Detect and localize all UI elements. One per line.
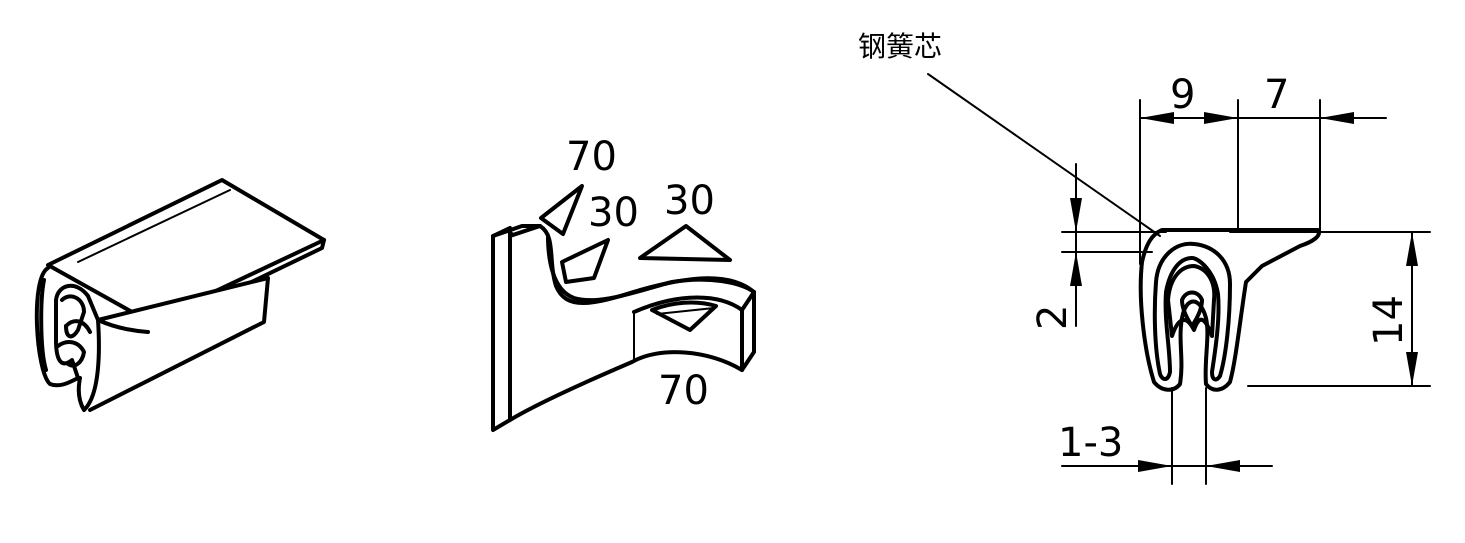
dim-lip-thickness: 2 <box>1030 305 1076 330</box>
iso-view-edge-trim <box>34 178 326 412</box>
angle-label-70-bottom: 70 <box>658 368 709 414</box>
angle-marker-70-top <box>539 184 584 236</box>
angle-marker-30-left <box>560 238 610 284</box>
angle-label-30-right: 30 <box>664 178 715 224</box>
dim-width-left: 9 <box>1170 72 1195 118</box>
section-view: 9 7 2 14 1-3 钢簧芯 <box>858 30 1431 485</box>
iso-view-clip: 70 30 30 70 <box>491 134 756 432</box>
angle-label-70-top: 70 <box>566 134 617 180</box>
dim-width-right: 7 <box>1264 72 1289 118</box>
callout-steel-core-label: 钢簧芯 <box>858 30 942 63</box>
dim-grip-range: 1-3 <box>1058 420 1123 466</box>
dim-height: 14 <box>1366 295 1412 346</box>
angle-marker-30-right <box>638 224 732 262</box>
angle-label-30-left: 30 <box>588 190 639 236</box>
